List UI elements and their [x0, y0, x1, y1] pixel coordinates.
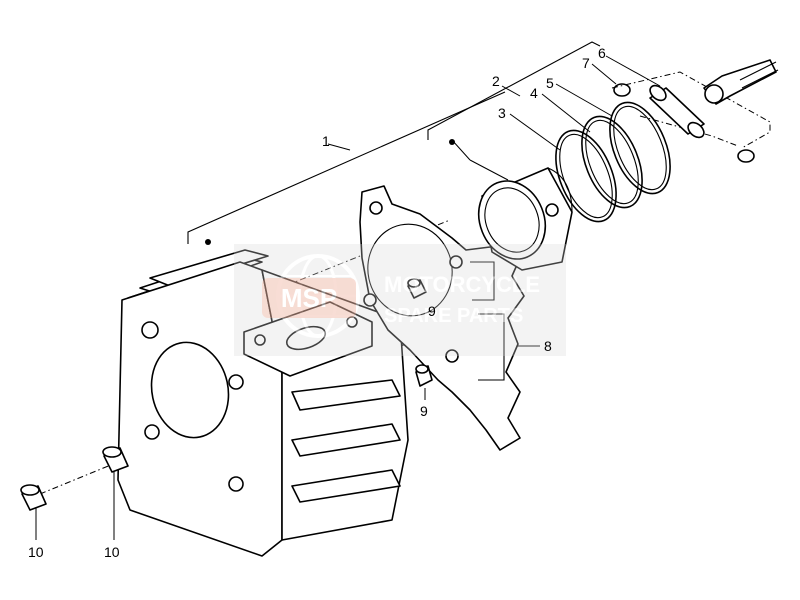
dowel-lower [415, 364, 433, 387]
watermark-badge-text: MSP [281, 283, 337, 313]
bracket-dot-3 [449, 139, 455, 145]
group-bracket-1 [187, 91, 506, 244]
piston-ring-middle [581, 115, 643, 209]
watermark-panel [234, 244, 566, 356]
callout-5: 5 [546, 75, 554, 91]
watermark: MSP MOTORCYCLE SPARE PARTS [234, 244, 566, 356]
circlip-left [613, 83, 631, 97]
callout-4: 4 [530, 85, 538, 101]
piston-ring-inner [555, 129, 617, 223]
piston [477, 167, 573, 271]
cylinder-block [117, 249, 409, 557]
connecting-rod [703, 59, 779, 105]
callout-1: 1 [322, 133, 330, 149]
globe-icon [276, 254, 360, 338]
gasket [359, 185, 525, 451]
callout-6: 6 [598, 45, 606, 61]
group-bracket-pin [611, 71, 771, 149]
callout-7: 7 [582, 55, 590, 71]
watermark-badge [262, 278, 356, 318]
callout-10-right: 10 [104, 544, 120, 560]
callout-9-upper: 9 [428, 303, 436, 319]
watermark-line1: MOTORCYCLE [384, 272, 540, 297]
callout-10-left: 10 [28, 544, 44, 560]
callout-9-lower: 9 [420, 403, 428, 419]
callout-3: 3 [498, 105, 506, 121]
piston-pin [649, 84, 705, 139]
group-bracket-2 [427, 41, 601, 140]
bushing-left [20, 484, 47, 511]
circlip-right [737, 149, 755, 163]
callout-2: 2 [492, 73, 500, 89]
callout-8: 8 [544, 338, 552, 354]
watermark-line2: SPARE PARTS [384, 305, 523, 327]
bushing-right [102, 446, 129, 473]
dowel-upper [407, 278, 427, 299]
bracket-dot-1 [205, 239, 211, 245]
piston-ring-outer [609, 101, 671, 195]
